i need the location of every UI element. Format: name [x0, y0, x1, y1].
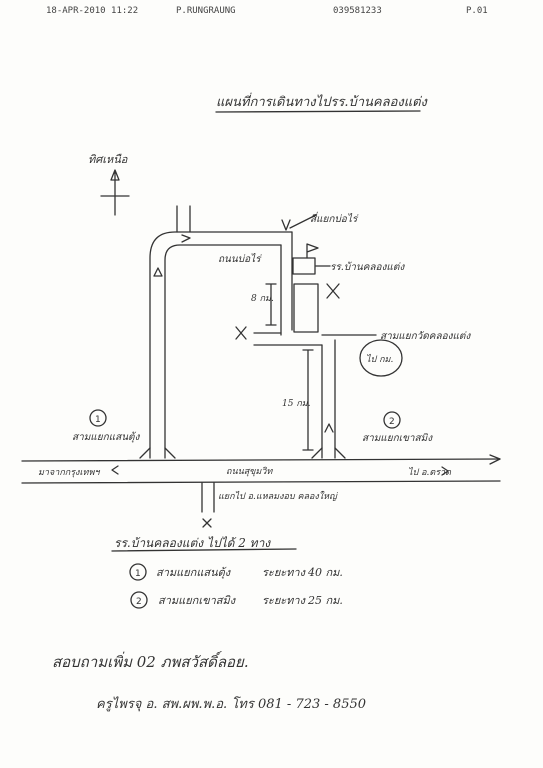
school-flag	[306, 243, 319, 259]
school-building	[292, 257, 316, 275]
school-road	[280, 231, 293, 336]
top-road-a	[176, 205, 191, 233]
right-road	[321, 339, 336, 459]
main-road	[21, 458, 501, 484]
route-1-name: สามแยกแสนตุ้ง	[156, 566, 232, 579]
fax-number: 039581233	[333, 6, 382, 16]
marker-1-circle	[89, 409, 107, 427]
contact-line: สอบถามเพิ่ม 02 ภพสวัสดิ์ลอย.	[52, 653, 249, 671]
route-2-distance-label: ระยะทาง	[262, 594, 307, 607]
top-intersection-label: สี่แยกบ่อไร่	[310, 211, 359, 225]
side-building	[293, 283, 319, 333]
marker-1-number: 1	[95, 415, 101, 425]
notes-heading: รร.บ้านคลองแต่ง ไปได้ 2 ทาง	[114, 536, 271, 550]
notes-underline	[111, 548, 297, 552]
main-road-arrow-left	[111, 465, 119, 475]
cross-road	[253, 332, 323, 346]
left-loop-road-inner	[164, 244, 282, 459]
title-underline	[215, 110, 421, 113]
distance-15km-marker	[302, 349, 314, 451]
route-2-circle	[130, 591, 148, 609]
north-label: ทิศเหนือ	[88, 153, 128, 166]
fax-page: P.01	[466, 6, 488, 16]
from-bangkok-label: มาจากกรุงเทพฯ	[38, 468, 100, 478]
route-1-circle	[129, 563, 147, 581]
route-2-name: สามแยกเขาสมิง	[158, 594, 237, 607]
fax-sender: P.RUNGRAUNG	[176, 6, 236, 16]
marker-2-circle	[383, 411, 401, 429]
route-1-distance: 40 กม.	[307, 566, 343, 579]
right-road-arrow	[324, 423, 334, 433]
bottom-branch-road	[201, 482, 215, 513]
distance-15km-label: 15 กม.	[282, 399, 311, 409]
left-loop-arrow	[153, 234, 191, 277]
route-2-number: 2	[136, 597, 142, 607]
phone-line: ครูไพรจุ อ. สพ.ผพ.พ.อ. โทร 081 - 723 - 8…	[96, 697, 367, 712]
fax-header: 18-APR-2010 11:22 P.RUNGRAUNG 039581233 …	[0, 6, 543, 22]
side-junction-label: สามแยกวัดคลองแต่ง	[380, 331, 471, 342]
distance-8km-label: 8 กม.	[251, 294, 274, 304]
route-2-distance: 25 กม.	[307, 594, 343, 607]
distance-8km-marker	[265, 283, 277, 326]
route-1-distance-label: ระยะทาง	[262, 566, 307, 579]
top-intersection-pointer	[289, 214, 317, 229]
marker-2-number: 2	[389, 417, 395, 427]
bottom-junction-label: แยกไป อ.แหลมงอบ คลองใหญ่	[218, 490, 339, 502]
right-x-mark	[326, 283, 340, 299]
north-arrow	[100, 169, 130, 216]
junction-1-label: สามแยกแสนตุ้ง	[72, 431, 141, 443]
to-trat-label: ไป อ.ตราด	[408, 466, 452, 478]
left-loop-road	[149, 231, 293, 459]
main-road-arrow-right	[441, 454, 501, 476]
left-x-mark	[235, 326, 247, 340]
circle-note-ring	[359, 339, 403, 377]
school-road-arrow	[281, 219, 291, 231]
borai-road-label: ถนนบ่อไร่	[218, 253, 262, 265]
route-1-number: 1	[135, 569, 141, 579]
bottom-x-mark	[202, 518, 212, 528]
map-title: แผนที่การเดินทางไปรร.บ้านคลองแต่ง	[216, 92, 429, 110]
bottom-roads-join	[139, 447, 346, 459]
junction-2-label: สามแยกเขาสมิง	[362, 432, 433, 444]
fax-datetime: 18-APR-2010 11:22	[46, 6, 139, 16]
circle-note-label: ไป กม.	[366, 353, 393, 365]
main-road-label: ถนนสุขุมวิท	[226, 466, 273, 477]
school-label: รร.บ้านคลองแต่ง	[330, 261, 405, 273]
